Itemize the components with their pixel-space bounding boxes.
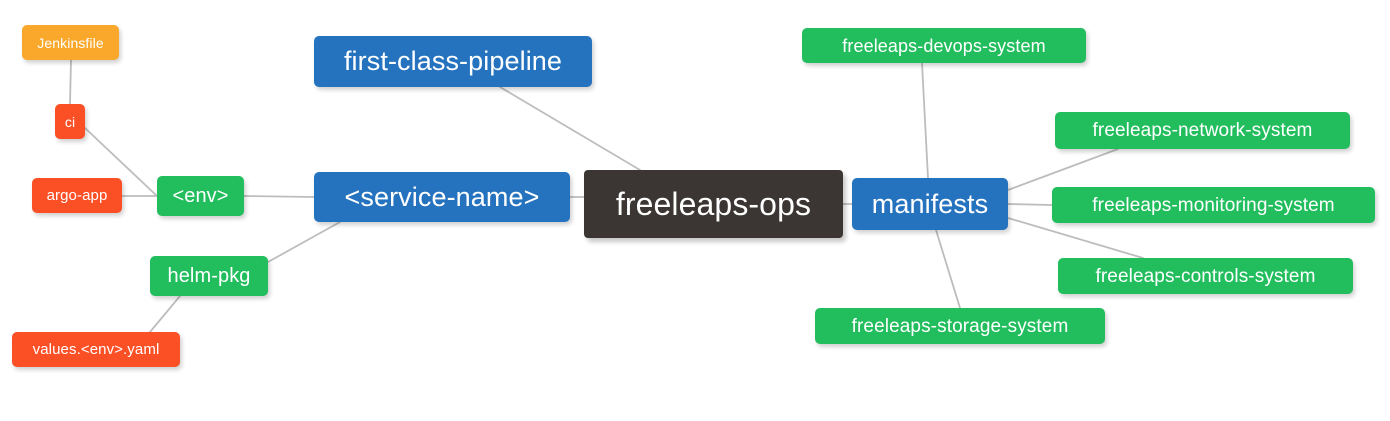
edge-helm-pkg-to-service-name [267, 221, 341, 263]
mindmap-node-label: freeleaps-devops-system [842, 35, 1046, 56]
mindmap-node-network[interactable]: freeleaps-network-system [1055, 112, 1350, 149]
mindmap-node-service-name[interactable]: <service-name> [314, 172, 570, 222]
edge-jenkinsfile-to-ci [69, 59, 72, 105]
mindmap-node-label: freeleaps-monitoring-system [1092, 194, 1335, 216]
edge-manifests-to-controls [1007, 217, 1144, 259]
edge-manifests-to-network [1007, 148, 1119, 191]
mindmap-node-label: freeleaps-storage-system [851, 315, 1069, 337]
mindmap-node-argo-app[interactable]: argo-app [32, 178, 122, 213]
mindmap-node-label: freeleaps-controls-system [1095, 265, 1316, 287]
mindmap-node-label: first-class-pipeline [343, 46, 563, 76]
mindmap-node-label: freeleaps-ops [615, 186, 812, 222]
mindmap-node-label: helm-pkg [167, 265, 251, 287]
mindmap-node-ci[interactable]: ci [55, 104, 85, 139]
edge-manifests-to-monitoring [1007, 203, 1053, 206]
mindmap-node-label: ci [64, 113, 76, 130]
mindmap-node-pipeline[interactable]: first-class-pipeline [314, 36, 592, 87]
mindmap-node-label: <env> [172, 185, 229, 207]
mindmap-node-label: argo-app [46, 187, 108, 204]
mindmap-node-env[interactable]: <env> [157, 176, 244, 216]
mindmap-node-label: <service-name> [344, 181, 540, 212]
mindmap-node-devops[interactable]: freeleaps-devops-system [802, 28, 1086, 63]
edge-pipeline-to-freeleaps-ops [499, 86, 641, 171]
mindmap-node-controls[interactable]: freeleaps-controls-system [1058, 258, 1353, 294]
mindmap-node-jenkinsfile[interactable]: Jenkinsfile [22, 25, 119, 60]
mindmap-node-label: Jenkinsfile [37, 34, 104, 51]
mindmap-node-freeleaps-ops[interactable]: freeleaps-ops [584, 170, 843, 238]
mindmap-node-manifests[interactable]: manifests [852, 178, 1008, 230]
mindmap-node-monitoring[interactable]: freeleaps-monitoring-system [1052, 187, 1375, 223]
mindmap-node-label: manifests [871, 188, 989, 219]
mindmap-node-storage[interactable]: freeleaps-storage-system [815, 308, 1105, 344]
edge-manifests-to-devops [921, 62, 929, 179]
mindmap-node-label: values.<env>.yaml [32, 341, 160, 358]
mindmap-node-values-yaml[interactable]: values.<env>.yaml [12, 332, 180, 367]
mindmap-node-helm-pkg[interactable]: helm-pkg [150, 256, 268, 296]
edge-manifests-to-storage [935, 229, 961, 309]
mindmap-node-label: freeleaps-network-system [1092, 120, 1313, 141]
edge-env-to-service-name [243, 195, 315, 198]
edge-values-yaml-to-helm-pkg [149, 295, 181, 333]
